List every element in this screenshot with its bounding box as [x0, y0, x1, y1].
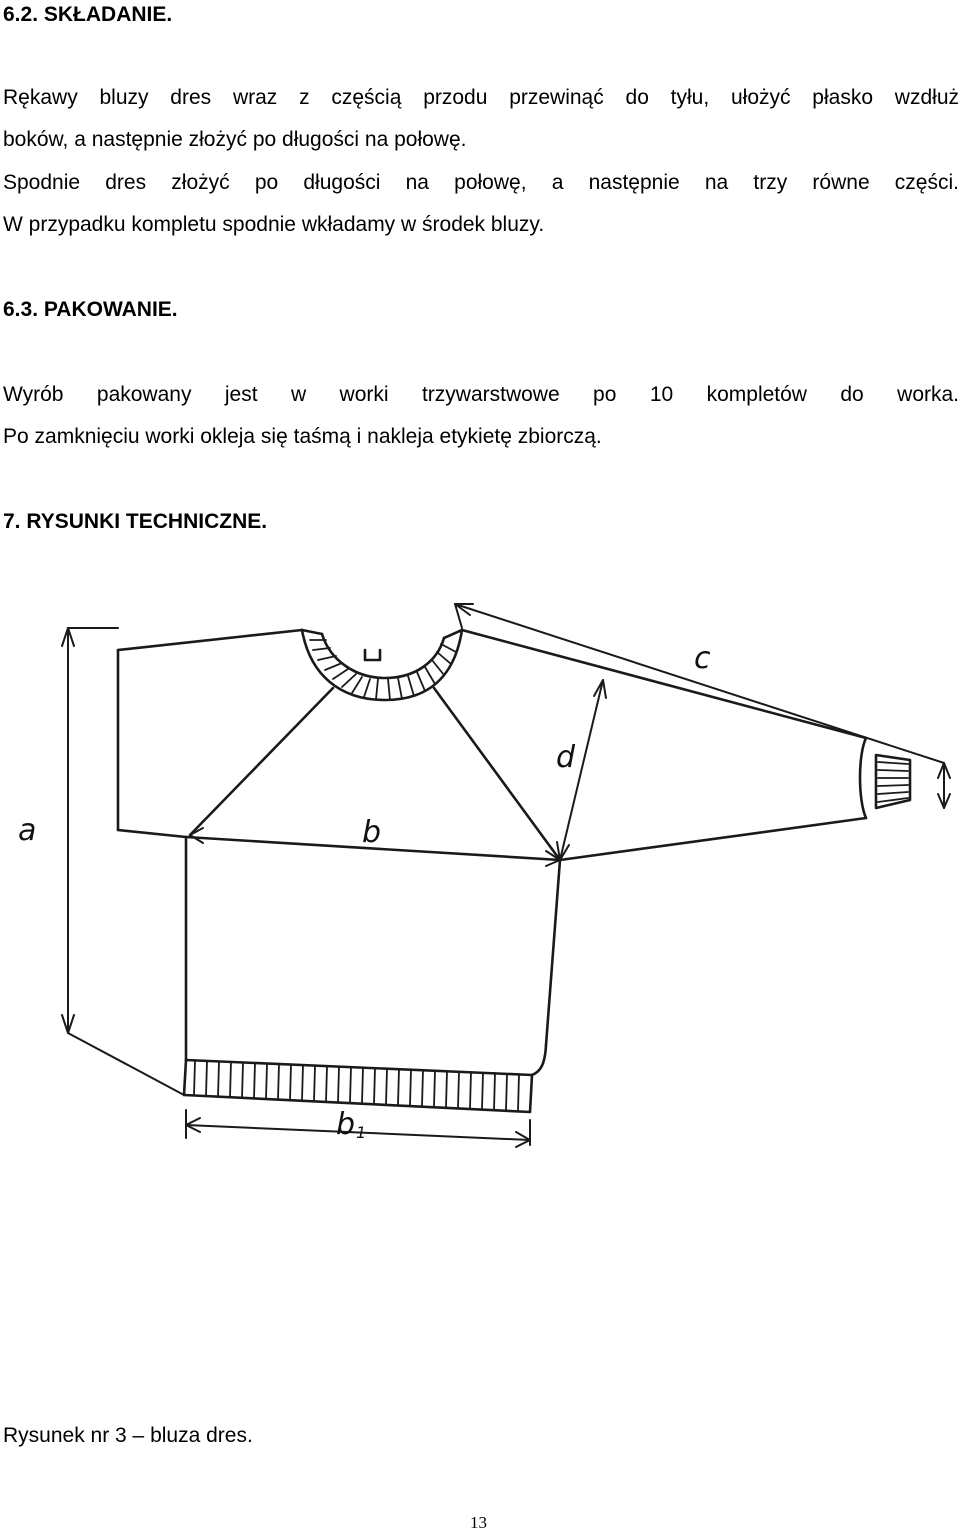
sweatshirt-technical-drawing: a b c d b 1 — [18, 603, 951, 1148]
label-a: a — [18, 813, 36, 848]
label-b: b — [362, 815, 381, 850]
sweatshirt-outline — [116, 628, 912, 1114]
section-heading-rysunki: 7. RYSUNKI TECHNICZNE. — [3, 510, 268, 533]
label-b1-subscript: 1 — [356, 1123, 366, 1142]
packing-text-line-1: Wyrób pakowany jest w worki trzywarstwow… — [3, 383, 959, 406]
figure-caption: Rysunek nr 3 – bluza dres. — [3, 1424, 253, 1447]
section-heading-pakowanie: 6.3. PAKOWANIE. — [3, 298, 178, 321]
folding-text-line-2: boków, a następnie złożyć po długości na… — [3, 128, 467, 151]
label-b1: b — [336, 1107, 355, 1142]
neck-rib-stripes — [309, 639, 457, 701]
label-d: d — [556, 740, 576, 775]
trousers-folding-line-2: W przypadku kompletu spodnie wkładamy w … — [3, 213, 545, 236]
label-c: c — [694, 641, 711, 676]
folding-text-line-1: Rękawy bluzy dres wraz z częścią przodu … — [3, 86, 959, 109]
section-heading-skladanie: 6.2. SKŁADANIE. — [3, 3, 173, 26]
page-number: 13 — [470, 1513, 487, 1532]
packing-text-line-2: Po zamknięciu worki okleja się taśmą i n… — [3, 425, 602, 448]
drawing-labels: a b c d b 1 — [18, 641, 711, 1142]
waistband-rib-stripes — [193, 1060, 520, 1112]
cuff-rib-stripes — [877, 761, 909, 803]
trousers-folding-line-1: Spodnie dres złożyć po długości na połow… — [3, 171, 959, 194]
dimension-lines — [61, 603, 951, 1148]
